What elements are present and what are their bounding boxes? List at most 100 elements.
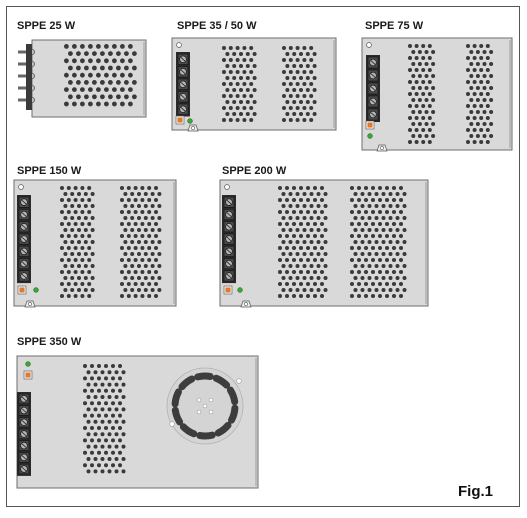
vent-hole [381, 252, 386, 256]
vent-hole [60, 282, 64, 286]
vent-hole [245, 52, 250, 56]
vent-hole [239, 100, 243, 104]
vent-hole [242, 94, 247, 98]
vent-hole [364, 234, 368, 238]
vent-hole [140, 294, 145, 298]
vent-hole [472, 116, 477, 120]
vent-hole [66, 282, 71, 286]
vent-hole [225, 88, 230, 92]
vent-hole [360, 264, 365, 268]
vent-hole [278, 210, 282, 214]
screw-slot [226, 236, 232, 242]
vent-hole [469, 86, 474, 90]
vent-hole [381, 216, 386, 220]
vent-hole [90, 426, 94, 430]
vent-hole [424, 98, 429, 102]
vent-hole [66, 246, 71, 250]
screw-slot [180, 69, 186, 74]
vent-hole [469, 50, 474, 54]
vent-hole [299, 100, 303, 104]
vent-hole [114, 432, 119, 437]
vent-hole [114, 395, 119, 399]
vent-hole [97, 388, 101, 393]
vent-hole [93, 457, 98, 461]
vent-hole [245, 100, 250, 104]
vent-hole [126, 258, 131, 262]
vent-hole [77, 252, 81, 256]
vent-hole [392, 222, 396, 226]
vent-hole [414, 56, 419, 60]
vent-hole [97, 376, 101, 381]
vent-hole [107, 469, 112, 474]
vent-hole [143, 192, 148, 196]
vent-hole [466, 56, 470, 60]
vent-hole [469, 134, 474, 138]
vent-hole [302, 240, 307, 244]
vent-hole [414, 128, 419, 132]
vent-hole [472, 68, 477, 72]
vent-hole [60, 234, 64, 238]
vent-hole [306, 246, 310, 250]
vent-hole [302, 204, 307, 208]
vent-hole [399, 198, 403, 202]
vent-hole [84, 51, 89, 56]
vent-hole [371, 210, 375, 214]
screw-slot [21, 455, 27, 460]
vent-hole [83, 438, 87, 443]
vent-hole [147, 234, 152, 238]
vent-hole [111, 401, 115, 406]
vent-hole [364, 258, 368, 262]
vent-hole [133, 246, 138, 250]
vent-hole [479, 56, 484, 60]
fan-slot [196, 431, 216, 440]
potentiometer [367, 122, 373, 128]
vent-hole [302, 118, 307, 122]
vent-hole [431, 50, 436, 54]
vent-hole [285, 234, 289, 238]
vent-hole [309, 264, 314, 268]
vent-hole [385, 222, 389, 226]
vent-hole [111, 450, 115, 455]
vent-hole [235, 106, 240, 110]
vent-hole [421, 104, 426, 108]
vent-hole [374, 264, 379, 268]
vent-hole [320, 246, 324, 250]
figure-frame [6, 6, 520, 507]
vent-hole [126, 234, 131, 238]
vent-hole [60, 246, 64, 250]
vent-hole [282, 82, 286, 86]
vent-hole [92, 51, 97, 56]
vent-hole [239, 76, 243, 80]
vent-hole [137, 276, 141, 280]
vent-hole [309, 252, 314, 256]
vent-hole [239, 88, 243, 92]
vent-hole [93, 382, 98, 387]
vent-hole [154, 270, 158, 274]
vent-hole [90, 288, 95, 292]
vent-hole [302, 264, 307, 268]
vent-hole [392, 186, 396, 190]
vent-hole [127, 101, 133, 107]
vent-hole [302, 228, 307, 232]
vent-hole [87, 258, 92, 262]
vent-hole [143, 204, 148, 208]
vent-hole [239, 64, 243, 68]
vent-hole [316, 216, 321, 220]
vent-hole [285, 294, 289, 298]
vent-hole [408, 116, 412, 120]
vent-hole [313, 282, 317, 286]
vent-hole [479, 104, 484, 108]
vent-hole [414, 80, 419, 84]
vent-hole [112, 87, 117, 92]
vent-hole [68, 80, 73, 85]
vent-hole [285, 246, 289, 250]
vent-hole [66, 210, 71, 214]
vent-hole [414, 44, 419, 48]
vent-hole [118, 463, 122, 468]
vent-hole [431, 98, 436, 102]
vent-hole [73, 258, 78, 262]
vent-hole [282, 70, 286, 74]
vent-hole [112, 58, 117, 64]
vent-hole [70, 288, 75, 292]
